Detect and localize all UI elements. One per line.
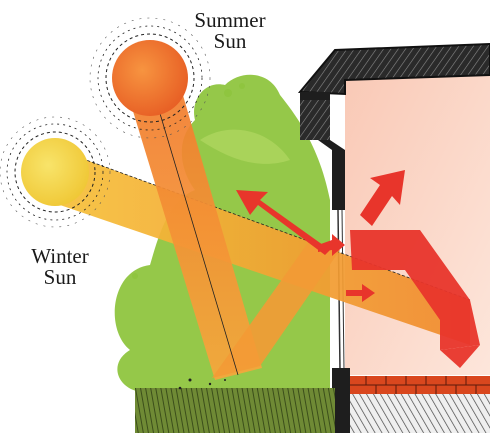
summer-sun-beam [125,78,262,380]
winter-sun-label-line2: Sun [43,265,77,289]
heat-arrows [236,170,480,368]
roof [297,42,490,96]
winter-sun [0,116,111,228]
summer-sun [89,17,211,139]
winter-sun-label: Winter Sun [28,246,92,288]
summer-sun-label: Summer Sun [188,10,272,52]
ground-specks [178,378,226,390]
window-sill [332,368,350,398]
ground [135,388,335,433]
summer-sun-label-line2: Sun [213,29,247,53]
winter-sun-label-line1: Winter [31,244,89,268]
summer-sun-label-line1: Summer [194,8,266,32]
foundation [332,394,490,433]
